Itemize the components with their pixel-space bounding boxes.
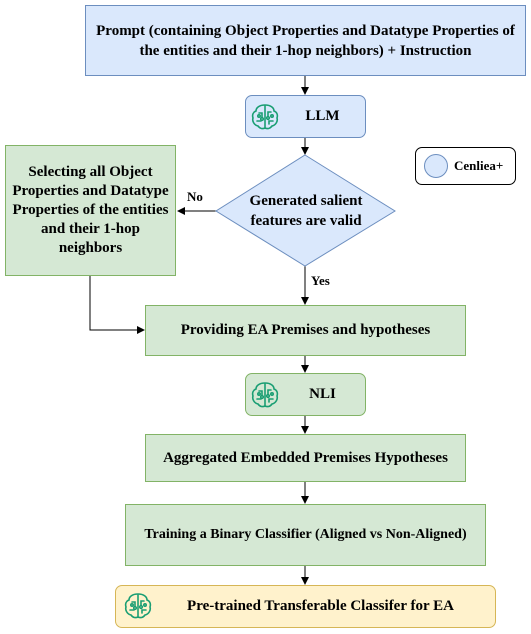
aggregated-box: Aggregated Embedded Premises Hypotheses (145, 434, 466, 482)
selecting-text: Selecting all Object Properties and Data… (12, 164, 169, 256)
legend-swatch (424, 154, 448, 178)
brain-circuit-icon (124, 593, 152, 619)
prompt-text: Prompt (containing Object Properties and… (96, 22, 515, 59)
aggregated-text: Aggregated Embedded Premises Hypotheses (163, 449, 448, 466)
prompt-box: Prompt (containing Object Properties and… (85, 5, 526, 76)
decision-diamond (215, 154, 396, 267)
brain-circuit-icon (251, 104, 279, 130)
pretrained-box: Pre-trained Transferable Classifer for E… (115, 585, 496, 628)
nli-box: NLI (245, 373, 366, 416)
brain-circuit-icon (251, 382, 279, 408)
legend-label: Cenliea+ (454, 158, 504, 173)
selecting-box: Selecting all Object Properties and Data… (5, 145, 176, 276)
decision-text: Generated salient features are valid (249, 193, 363, 229)
providing-box: Providing EA Premises and hypotheses (145, 305, 466, 356)
llm-label: LLM (305, 108, 340, 124)
pretrained-text: Pre-trained Transferable Classifer for E… (187, 598, 454, 614)
no-edge-label: No (187, 189, 203, 204)
legend-box: Cenliea+ (415, 147, 516, 185)
yes-edge-label: Yes (311, 273, 330, 288)
training-box: Training a Binary Classifier (Aligned vs… (125, 504, 486, 566)
llm-box: LLM (245, 95, 366, 138)
training-text: Training a Binary Classifier (Aligned vs… (144, 527, 467, 542)
nli-label: NLI (309, 386, 336, 402)
providing-text: Providing EA Premises and hypotheses (180, 322, 431, 338)
arrow-selecting-to-providing (89, 276, 145, 334)
